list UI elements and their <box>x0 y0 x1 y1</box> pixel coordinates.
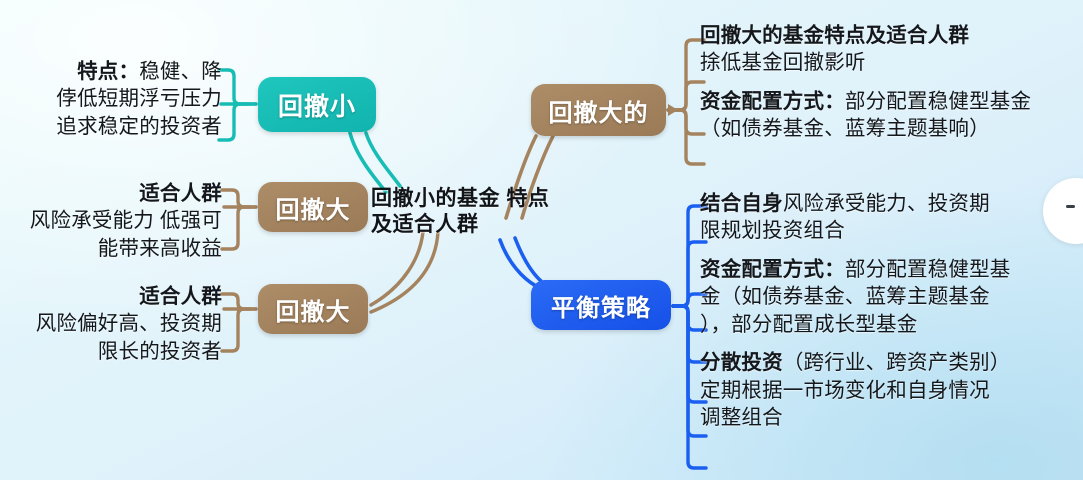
node-huichedade-label: 回撤大的 <box>548 99 649 127</box>
node-huicheda-b[interactable]: 回撤大 <box>258 284 368 334</box>
text-line-bold: 分散投资 <box>700 351 783 375</box>
text-line: 资金配置方式：部分配置稳健型基 <box>700 256 1083 283</box>
text-line: 分散投资（跨行业、跨资产类别） <box>700 349 1083 376</box>
text-line: 回撤大的基金特点及适合人群 <box>700 22 1083 49</box>
text-line-rest: 捈低基金回撤影听 <box>700 51 866 75</box>
text-line-rest: 部分配置稳健型基 <box>844 257 1011 281</box>
text-line-rest: 追求稳定的投资者 <box>56 114 222 138</box>
text-line-rest: 风险承受能力 低强可 <box>29 209 222 233</box>
node-pinghengcelue[interactable]: 平衡策略 <box>531 280 671 330</box>
node-huichexiao-label: 回撤小 <box>277 92 356 121</box>
node-huicheda-a[interactable]: 回撤大 <box>258 182 368 232</box>
edge-floating-button-dash-icon <box>1066 205 1075 208</box>
text-line-bold: 资金配置方式： <box>700 89 845 113</box>
text-line-rest: 定期根据一市场变化和自身情况 <box>700 378 990 402</box>
text-gap <box>700 338 1083 349</box>
text-line: 适合人群 <box>0 283 222 310</box>
node-huichexiao[interactable]: 回撤小 <box>258 77 376 132</box>
text-line-bold: 适合人群 <box>139 182 222 205</box>
text-line-rest: 限长的投资者 <box>97 339 222 363</box>
text-line: 金（如债券基金、蓝筹主题基金 <box>700 283 1083 310</box>
node-huichedade[interactable]: 回撤大的 <box>531 84 666 136</box>
bracket-left-middle <box>220 188 258 251</box>
text-line: 限长的投资者 <box>0 338 222 365</box>
text-line-rest: 调整组合 <box>700 406 783 430</box>
text-line: 限规划投资组合 <box>700 217 1083 244</box>
bracket-left-top <box>217 68 258 142</box>
text-line: 结合自身风险承受能力、投资期 <box>700 190 1083 217</box>
branch-text-left-middle: 适合人群 风险承受能力 低强可 能带来高收益 <box>0 180 222 262</box>
text-line: （如债券基金、蓝筹主题基响） <box>700 115 1083 142</box>
text-line: 风险承受能力 低强可 <box>0 207 222 234</box>
node-huicheda-a-label: 回撤大 <box>275 196 351 224</box>
central-topic: 回撤小的基金 特点及适合人群 <box>371 186 551 237</box>
node-pinghengcelue-label: 平衡策略 <box>551 294 651 322</box>
text-line: 特点：稳健、降 <box>0 58 222 85</box>
text-line-rest: 风险承受能力、投资期 <box>782 192 990 215</box>
text-line-rest: 侼低短期浮亏压力 <box>56 87 222 111</box>
text-line-rest: 部分配置稳健型基金 <box>844 89 1032 113</box>
central-topic-line-1: 回撤小的基金 <box>371 187 500 210</box>
text-line: 捈低基金回撤影听 <box>700 49 1083 76</box>
text-line: 调整组合 <box>700 404 1083 431</box>
text-line: ），部分配置成长型基金 <box>700 311 1083 338</box>
text-line-rest: 限规划投资组合 <box>700 219 845 243</box>
text-line-bold: 适合人群 <box>139 285 222 308</box>
text-line-rest: 稳健、降 <box>139 60 222 83</box>
text-line-bold: 回撤大的基金特点及适合人群 <box>700 24 970 47</box>
text-line: 侼低短期浮亏压力 <box>0 85 222 112</box>
text-line-bold: 资金配置方式： <box>700 257 845 281</box>
text-line: 风险偏好高、投资期 <box>0 310 222 337</box>
text-line-rest: ），部分配置成长型基金 <box>700 312 918 336</box>
text-line-bold: 特点： <box>77 60 140 83</box>
branch-text-right-bottom: 结合自身风险承受能力、投资期 限规划投资组合 资金配置方式：部分配置稳健型基 金… <box>700 190 1083 432</box>
text-gap <box>700 245 1083 256</box>
text-line: 适合人群 <box>0 180 222 207</box>
node-huicheda-b-label: 回撤大 <box>275 298 351 326</box>
text-line: 能带来高收益 <box>0 235 222 262</box>
curve-center-to-pingheng <box>498 236 543 288</box>
central-topic-line-2: 特点及适合人群 <box>371 187 550 236</box>
text-line: 定期根据一市场变化和自身情况 <box>700 377 1083 404</box>
text-line: 追求稳定的投资者 <box>0 113 222 140</box>
text-line-rest: 风险偏好高、投资期 <box>35 312 222 336</box>
branch-text-left-bottom: 适合人群 风险偏好高、投资期 限长的投资者 <box>0 283 222 365</box>
branch-text-right-top: 回撤大的基金特点及适合人群 捈低基金回撤影听 资金配置方式：部分配置稳健型基金 … <box>700 22 1083 143</box>
text-line-rest: （如债券基金、蓝筹主题基响） <box>700 117 990 141</box>
text-line-bold: 结合自身 <box>700 192 783 215</box>
text-line-rest: 金（如债券基金、蓝筹主题基金 <box>700 285 990 309</box>
branch-text-left-top: 特点：稳健、降 侼低短期浮亏压力 追求稳定的投资者 <box>0 58 222 140</box>
text-line-rest: 能带来高收益 <box>97 236 222 260</box>
text-gap <box>700 77 1083 88</box>
bracket-left-bottom <box>220 292 258 353</box>
text-line-rest: （跨行业、跨资产类别） <box>782 351 1011 375</box>
bracket-right-top <box>666 38 706 166</box>
text-line: 资金配置方式：部分配置稳健型基金 <box>700 88 1083 115</box>
curve-center-to-huicheda-b <box>369 230 440 314</box>
